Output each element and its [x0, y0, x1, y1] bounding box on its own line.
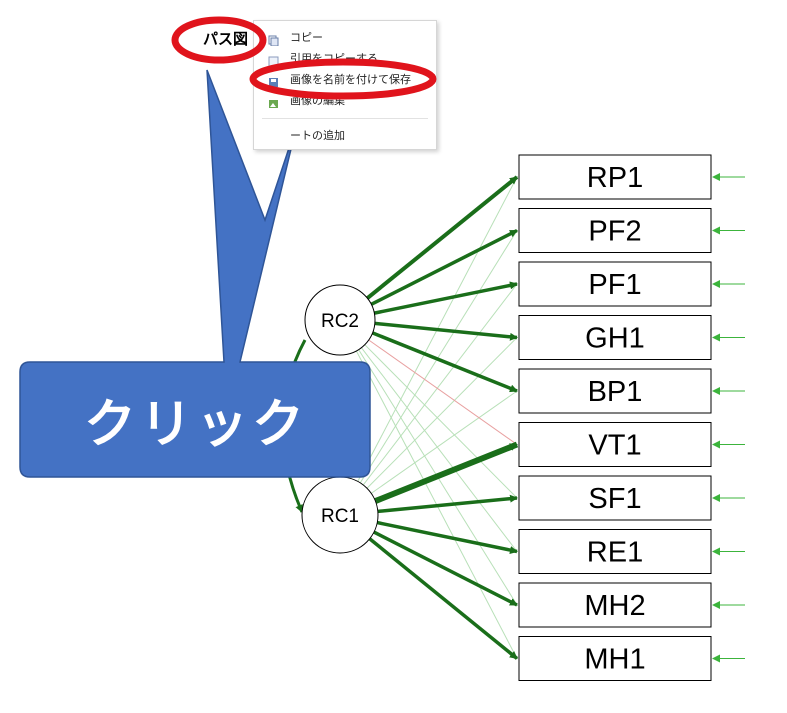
cross-loading-path [366, 337, 518, 489]
factor-label: RC1 [321, 506, 359, 527]
indicator-label: VT1 [588, 430, 641, 462]
copy-icon [268, 31, 279, 47]
indicator-label: BP1 [588, 376, 643, 408]
indicator-box [518, 636, 712, 681]
cross-loading-path [364, 344, 518, 499]
indicator-label: PF2 [588, 216, 641, 248]
menu-separator [262, 118, 428, 119]
indicator-box [518, 261, 712, 307]
indicator-box [518, 422, 712, 467]
indicator-label: MH1 [584, 644, 645, 676]
loading-path [373, 281, 518, 315]
menu-item-copy-citation[interactable]: 引用をコピーする [254, 48, 436, 69]
indicator-box [518, 208, 712, 253]
quote-icon [268, 52, 279, 67]
indicator-label: RE1 [587, 537, 643, 569]
loading-path [374, 321, 518, 341]
indicator-label: MH2 [584, 590, 645, 622]
indicator-label: SF1 [588, 483, 641, 515]
cross-loading-path [359, 230, 518, 484]
indicator-box [518, 582, 712, 628]
cross-loading-path [370, 390, 518, 494]
cross-loading-path [362, 283, 518, 486]
loading-path [370, 228, 518, 306]
loading-path [371, 331, 518, 393]
loading-path [376, 520, 518, 554]
factor-label: RC2 [321, 311, 359, 332]
indicator-label: GH1 [585, 323, 645, 355]
menu-item-copy[interactable]: コピー [254, 27, 436, 48]
loading-path [373, 530, 518, 607]
callout-shape [19, 69, 371, 478]
loading-path [368, 537, 519, 660]
indicator-box [518, 154, 712, 200]
save-image-icon [268, 73, 279, 87]
indicator-box [518, 529, 712, 574]
loading-path [366, 175, 519, 300]
indicator-box [518, 475, 712, 521]
error-arrows [712, 173, 745, 663]
cross-loading-paths [355, 176, 518, 659]
edit-image-icon [268, 94, 279, 108]
menu-item-edit-image[interactable]: 画像の編集 [254, 90, 436, 111]
cross-loading-path [368, 339, 518, 445]
loading-path [374, 441, 519, 504]
menu-item-add-note[interactable]: ートの追加 [290, 129, 345, 142]
indicator-label: PF1 [588, 269, 641, 301]
path-diagram-title: パス図 [203, 30, 249, 48]
factor-circle [304, 284, 376, 356]
factor-loading-paths [281, 175, 519, 660]
loading-path [377, 494, 518, 514]
click-callout-text: クリック [83, 395, 308, 455]
indicator-box [518, 315, 712, 360]
indicator-label: RP1 [587, 162, 643, 194]
cross-loading-path [361, 347, 518, 552]
menu-item-save-image-as[interactable]: 画像を名前を付けて保存 [254, 69, 436, 90]
context-menu: コピー 引用をコピーする 画像を名前を付けて保存 画像の編集 ートの追加 [253, 20, 437, 150]
indicator-box [518, 368, 712, 414]
